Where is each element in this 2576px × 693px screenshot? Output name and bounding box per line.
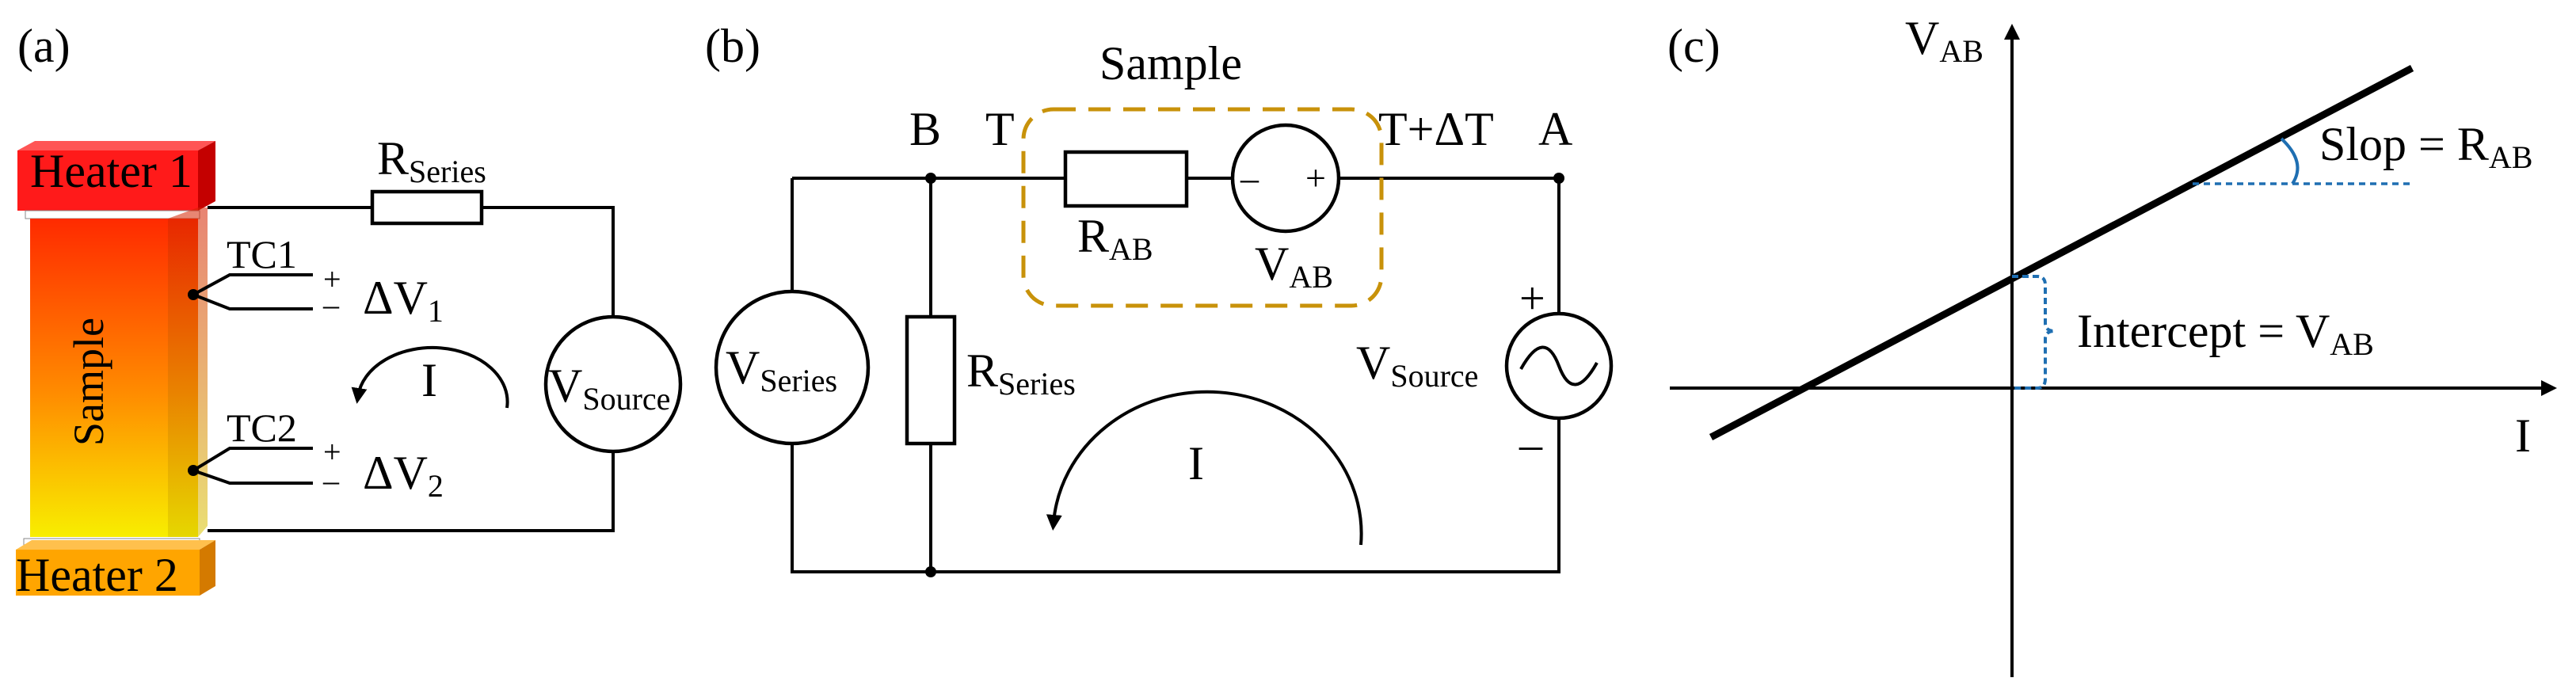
intercept-bracket (2012, 275, 2056, 390)
r-ab-label: RAB (1077, 210, 1153, 267)
heater-1-label: Heater 1 (30, 145, 192, 197)
v-ab-source (1230, 123, 1341, 234)
v-ab-plus: + (1305, 158, 1326, 198)
slope-label: Slop = RAB (2319, 118, 2532, 175)
v-series-label: VSeries (726, 341, 837, 398)
node-t-label: T (985, 103, 1015, 155)
panel-b: (b) B T T+ΔT A Sample RAB – + VAB VSerie… (705, 20, 1614, 577)
resistor-r-ab (1063, 150, 1189, 208)
panel-a: (a) Heater 1 Sample Heater 2 RS (16, 20, 683, 601)
v-ab-minus: – (1240, 158, 1259, 198)
tc1-leads (192, 273, 313, 310)
tc2-minus: – (322, 463, 340, 498)
tc2-plus: + (323, 434, 341, 470)
tc1-minus: – (322, 287, 340, 322)
current-label-a: I (421, 354, 437, 406)
v-source-b-plus: + (1519, 272, 1545, 324)
current-arrow-a (351, 345, 509, 409)
node-a-label: A (1538, 103, 1572, 155)
current-label-b: I (1188, 437, 1204, 489)
intercept-label: Intercept = VAB (2077, 305, 2374, 362)
resistor-r-series-b (905, 314, 957, 446)
sample-box (1021, 107, 1384, 308)
heater-2-label: Heater 2 (16, 549, 178, 601)
v-source-b-label: VSource (1356, 337, 1478, 394)
v-series-source (714, 289, 871, 446)
tc2-leads (192, 447, 313, 485)
tc1-plus: + (323, 261, 341, 297)
panel-b-label: (b) (705, 20, 760, 72)
node-t-delta-t-label: T+ΔT (1378, 103, 1494, 155)
delta-v1-label: ΔV1 (363, 272, 444, 329)
v-source-a-label: VSource (548, 360, 670, 417)
r-series-b-label: RSeries (966, 345, 1076, 402)
heater-1-block (17, 141, 215, 211)
wire-bottom (208, 451, 615, 532)
sample-box-label: Sample (1099, 37, 1242, 89)
v-source-a (543, 314, 683, 454)
r-series-a-label: RSeries (377, 132, 486, 189)
sample-prism (30, 208, 208, 537)
heater-2-block (16, 540, 215, 596)
delta-v2-label: ΔV2 (363, 447, 444, 504)
sample-label: Sample (65, 318, 112, 446)
tc1-label: TC1 (227, 232, 297, 276)
slope-angle-arc (2280, 137, 2300, 185)
y-axis-label: VAB (1905, 12, 1983, 69)
current-arrow-b (1046, 390, 1363, 546)
tc2-label: TC2 (227, 406, 297, 450)
wire-top (208, 206, 615, 317)
v-i-line (1709, 65, 2414, 440)
resistor-r-series-a (370, 189, 484, 226)
panel-c-label: (c) (1667, 20, 1721, 72)
ac-wave-icon (1519, 345, 1599, 386)
v-ab-label: VAB (1255, 238, 1333, 295)
node-b-label: B (909, 103, 941, 155)
panel-a-label: (a) (17, 20, 70, 72)
x-axis-label: I (2515, 409, 2531, 462)
panel-c: (c) VAB I Slop = RAB Intercept = VAB (1667, 12, 2557, 677)
v-source-b-minus: – (1519, 418, 1543, 470)
